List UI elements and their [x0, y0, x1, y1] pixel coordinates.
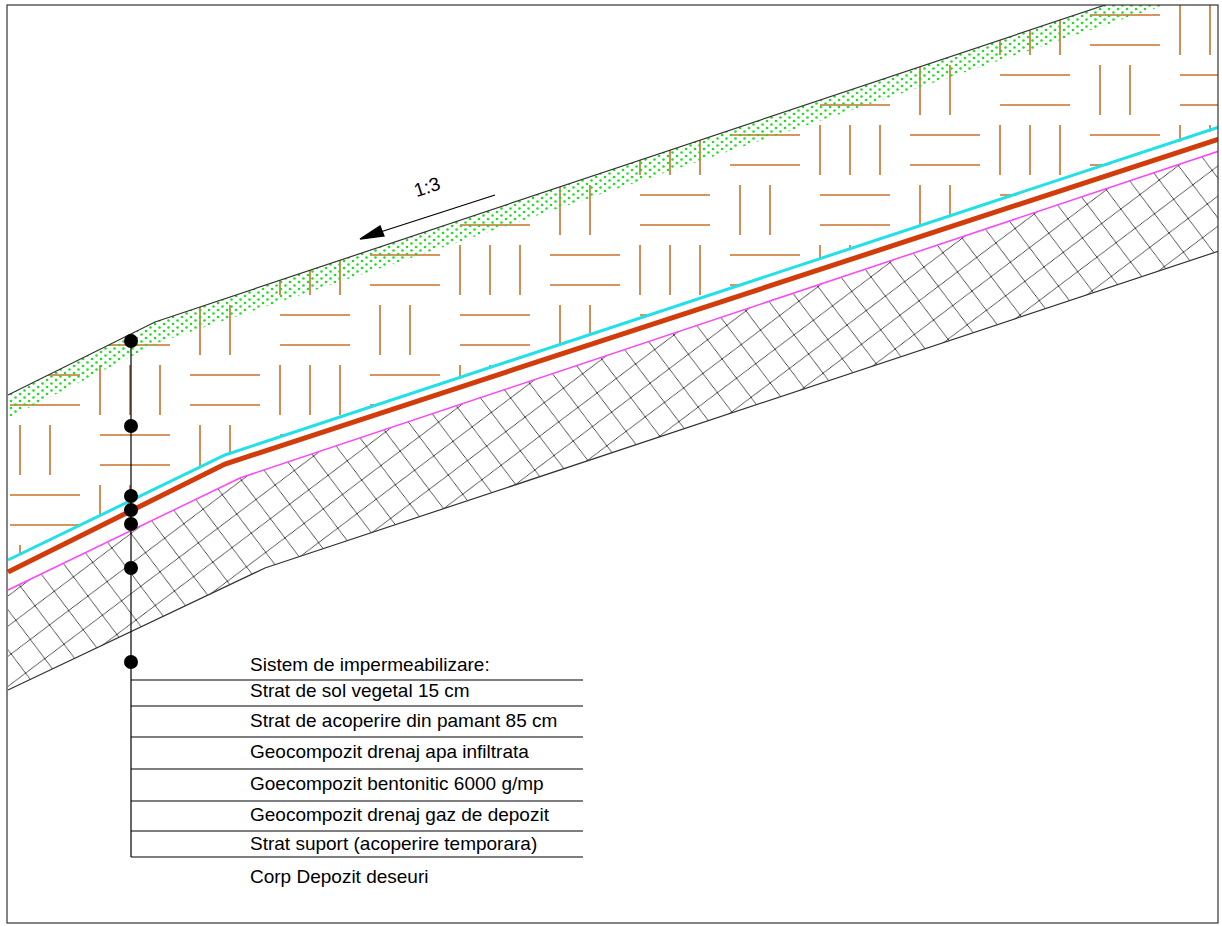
layer-label: Goecompozit bentonitic 6000 g/mp — [250, 773, 544, 795]
slope-arrow — [360, 195, 495, 239]
callout-leader — [131, 340, 583, 857]
layer-label: Geocompozit drenaj apa infiltrata — [250, 741, 529, 763]
layer-label: Strat suport (acoperire temporara) — [250, 833, 537, 855]
waste-support — [8, 150, 1218, 690]
ground-surface — [8, 5, 1120, 395]
gas-drain-geocomposite — [8, 150, 1218, 590]
layer-label: Corp Depozit deseuri — [250, 866, 428, 888]
drain-geocomposite — [8, 126, 1218, 560]
layer-label: Strat de sol vegetal 15 cm — [250, 680, 470, 702]
legend-heading: Sistem de impermeabilizare: — [250, 654, 490, 676]
slope-ratio: 1:3 — [411, 173, 443, 202]
layer-label: Strat de acoperire din pamant 85 cm — [250, 710, 557, 732]
support-bottom — [8, 250, 1218, 690]
layer-label: Geocompozit drenaj gaz de depozit — [250, 804, 549, 826]
frame — [7, 5, 1218, 923]
callout-dots — [124, 334, 138, 669]
bentonite-geocomposite — [8, 138, 1218, 572]
